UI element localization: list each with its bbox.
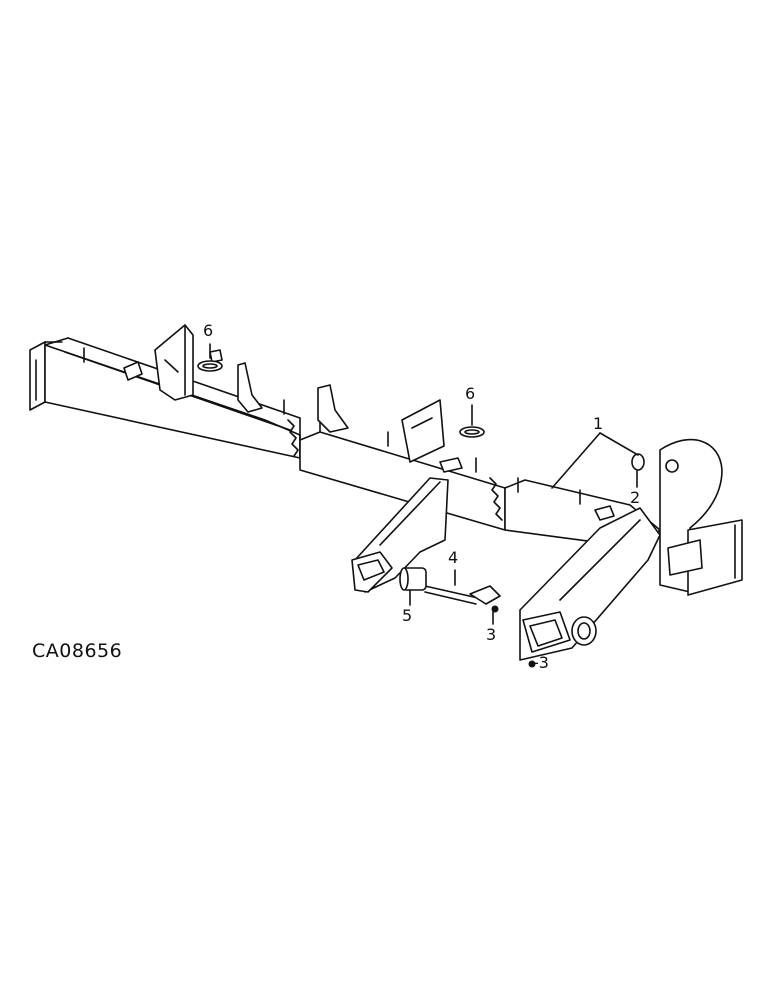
part-3-nut-right: [528, 660, 536, 668]
callout-5: 5: [402, 606, 413, 625]
callout-6-left: 6: [203, 321, 214, 340]
part-2-bushing: [631, 453, 645, 471]
part-5-sleeve: [399, 567, 427, 591]
part-3-nut: [491, 605, 499, 613]
callout-6-middle: 6: [465, 384, 476, 403]
callout-3-right: -3: [533, 653, 549, 672]
part-6-plate-left: [197, 360, 223, 372]
main-frame-middle-section: [299, 384, 506, 531]
leader-lines: [209, 343, 639, 625]
callout-1: 1: [593, 414, 604, 433]
left-section-brackets: [83, 324, 285, 415]
figure-reference-code: CA08656: [32, 640, 123, 662]
part-4-pin: [424, 585, 501, 605]
callout-2: 2: [630, 488, 641, 507]
part-6-plate-middle: [459, 426, 485, 438]
left-drawbar-arm: [351, 477, 449, 593]
callout-4: 4: [448, 548, 459, 567]
hitch-plate: [659, 438, 743, 596]
callout-3: 3: [486, 625, 497, 644]
right-drawbar-arm: [519, 507, 661, 661]
